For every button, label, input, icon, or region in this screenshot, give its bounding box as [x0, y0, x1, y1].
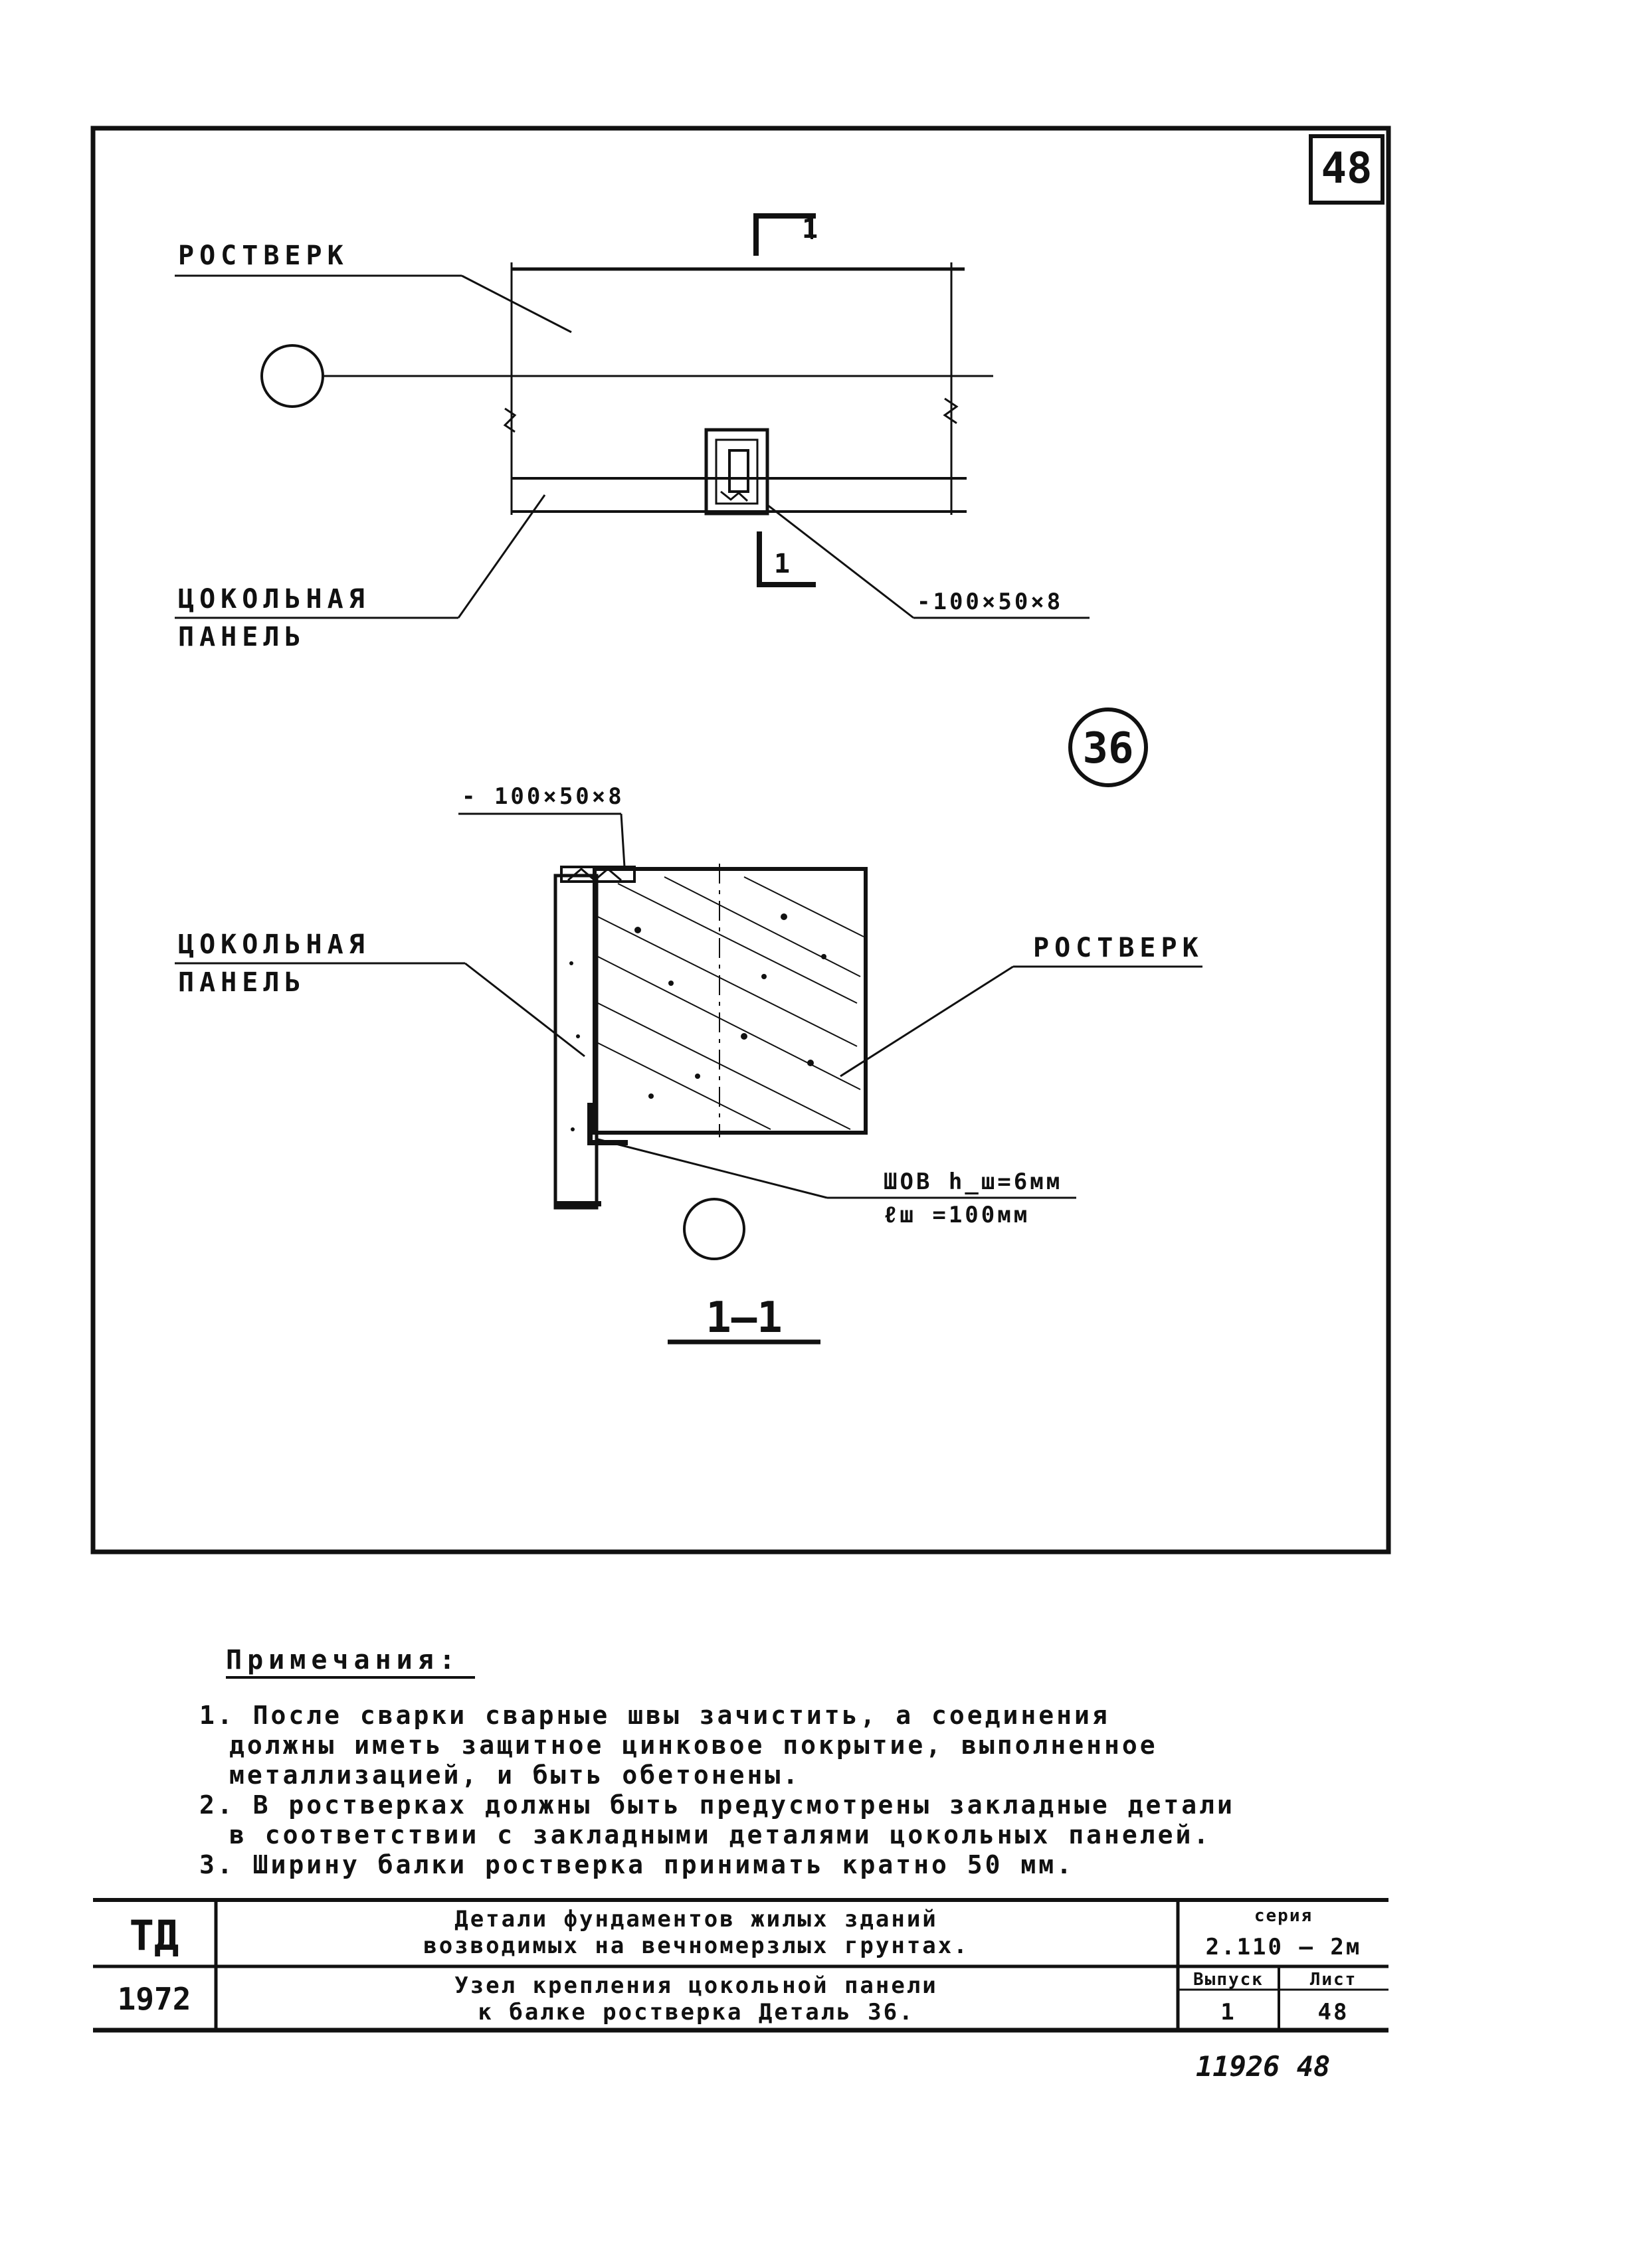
section-panel-label-2: ПАНЕЛЬ: [178, 967, 306, 998]
section-title: 1—1: [706, 1293, 783, 1343]
notes: Примечания: 1. После сварки сварные швы …: [199, 1645, 1235, 1879]
sheet-number-box: 48: [1309, 134, 1385, 205]
sheet-frame: [90, 126, 1391, 1555]
sheet-number: 48: [1321, 144, 1372, 193]
plan-panel-label-2: ПАНЕЛЬ: [178, 622, 306, 652]
seria-value: 2.110 — 2м: [1206, 1934, 1362, 1960]
plan-rostverk-label: РОСТВЕРК: [178, 240, 349, 271]
note-line-1: 1. После сварки сварные швы зачистить, а…: [199, 1701, 1110, 1730]
plan-plate-label: -100×50×8: [917, 589, 1063, 615]
section-rostverk-label: РОСТВЕРК: [1033, 933, 1204, 963]
title-block-year: 1972: [118, 1981, 191, 2017]
vypusk-value: 1: [1220, 1999, 1236, 2026]
seria-label: серия: [1254, 1906, 1313, 1926]
concrete-aggregate: [569, 913, 826, 1131]
note-line-3: металлизацией, и быть обетонены.: [229, 1760, 801, 1790]
title-line-1a: Детали фундаментов жилых зданий: [454, 1906, 938, 1933]
title-block: [93, 1898, 1388, 2033]
weld-label-1: ШОВ h_ш=6мм: [884, 1169, 1062, 1195]
title-line-2a: Узел крепления цокольной панели: [454, 1972, 938, 1999]
note-line-2: должны иметь защитное цинковое покрытие,…: [229, 1731, 1158, 1760]
plan-panel-label-1: ЦОКОЛЬНАЯ: [178, 584, 370, 614]
title-line-2b: к балке ростверка Деталь 36.: [478, 1999, 914, 2026]
weld-label-2: ℓш =100мм: [884, 1202, 1030, 1228]
section-axis-marker: [683, 1198, 745, 1260]
axis-marker-circle: [260, 344, 324, 408]
title-line-1b: возводимых на вечномерзлых грунтах.: [423, 1933, 969, 1959]
footer-stamp: 11926 48: [1196, 2050, 1330, 2083]
section-panel-label-1: ЦОКОЛЬНАЯ: [178, 929, 370, 960]
notes-heading: Примечания:: [226, 1645, 460, 1675]
section-mark-top: 1: [802, 214, 823, 244]
section-mark-bottom: 1: [774, 549, 795, 579]
list-value: 48: [1318, 1999, 1349, 2026]
note-line-5: в соответствии с закладными деталями цок…: [229, 1820, 1211, 1849]
note-line-6: 3. Ширину балки ростверка принимать крат…: [199, 1850, 1074, 1879]
section-view: [175, 812, 1202, 1345]
title-block-org: ТД: [130, 1911, 179, 1960]
detail-number-marker: 36: [1068, 708, 1148, 787]
detail-number: 36: [1082, 724, 1133, 773]
plan-view: [175, 213, 1090, 619]
note-line-4: 2. В ростверках должны быть предусмотрен…: [199, 1790, 1235, 1820]
vypusk-label: Выпуск: [1193, 1970, 1264, 1990]
section-plate-label: - 100×50×8: [462, 783, 624, 810]
list-label: Лист: [1310, 1970, 1357, 1990]
